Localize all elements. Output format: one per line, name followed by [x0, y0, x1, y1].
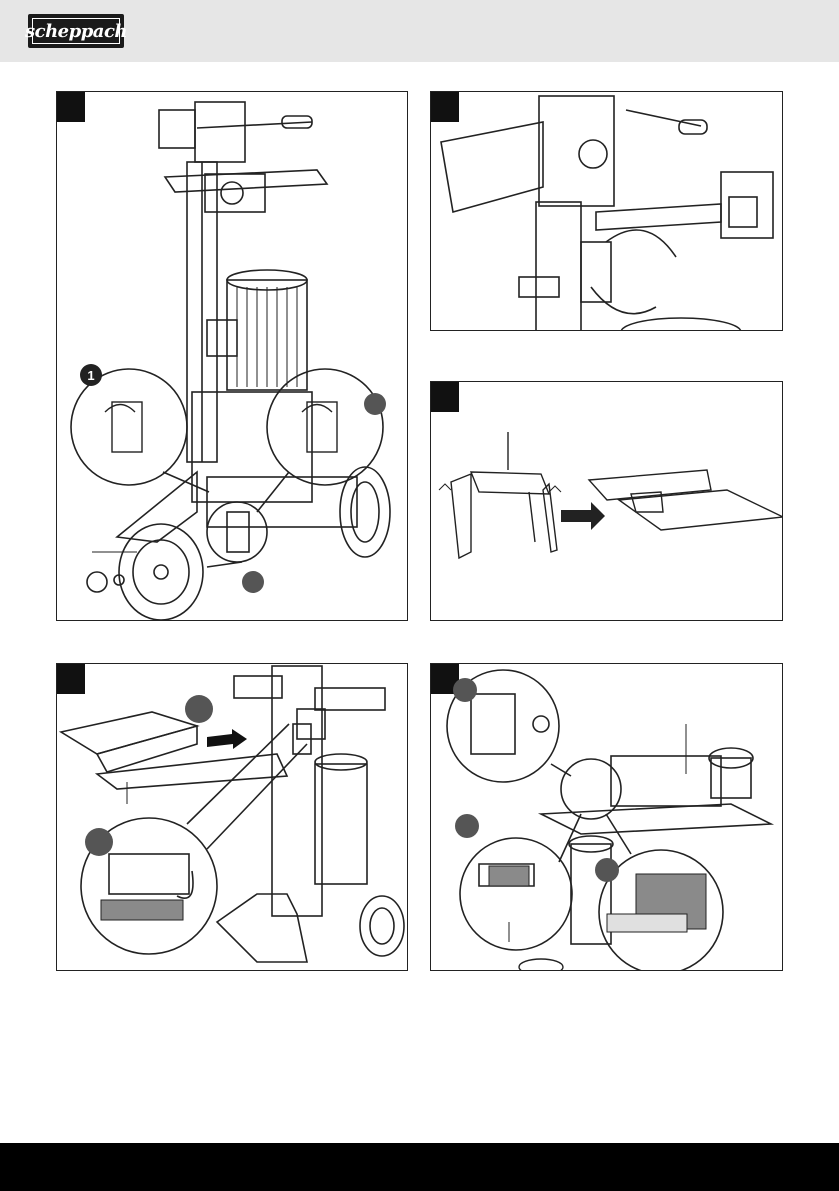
figure-e-illustration [431, 664, 783, 971]
header-bar: scheppach [0, 0, 839, 62]
figure-panel-c [430, 381, 783, 621]
figure-panel-d [56, 663, 408, 971]
callout-1: 1 [87, 368, 94, 383]
figure-b-illustration [431, 92, 783, 331]
figure-panel-a: 1 [56, 91, 408, 621]
figure-d-illustration [57, 664, 408, 971]
brand-logo: scheppach [28, 14, 124, 48]
figure-a-illustration: 1 [57, 92, 408, 621]
figure-panel-e [430, 663, 783, 971]
brand-name: scheppach [25, 21, 127, 42]
figure-panel-b [430, 91, 783, 331]
figure-c-illustration [431, 382, 783, 621]
footer-bar [0, 1143, 839, 1191]
